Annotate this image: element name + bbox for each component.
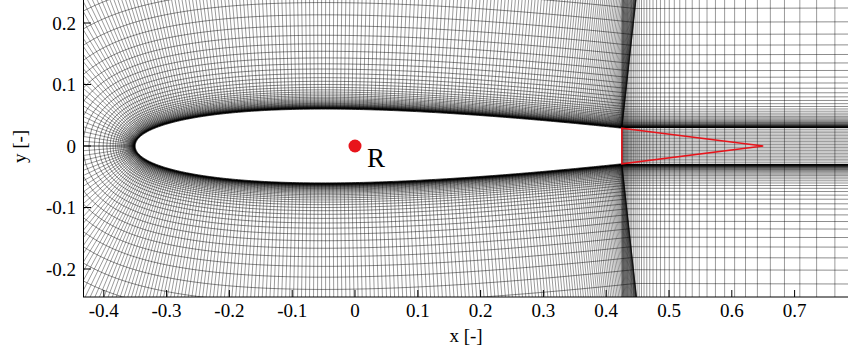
plot-frame bbox=[84, 0, 848, 297]
tick-mark bbox=[84, 146, 91, 147]
tick-label: 0.1 bbox=[406, 301, 430, 320]
mesh-lines bbox=[83, 0, 709, 297]
tick-label: -0.1 bbox=[46, 198, 76, 217]
tick-mark bbox=[84, 23, 91, 24]
tick-mark bbox=[355, 290, 356, 297]
tick-mark bbox=[731, 290, 732, 297]
tick-label: 0.4 bbox=[594, 301, 618, 320]
axis-title: y [-] bbox=[10, 129, 29, 162]
tick-label: 0 bbox=[67, 137, 77, 156]
mesh-lines bbox=[622, 0, 848, 297]
airfoil-body bbox=[135, 109, 622, 183]
tick-label: -0.3 bbox=[152, 301, 182, 320]
tick-mark bbox=[84, 84, 91, 85]
axis-title: x [-] bbox=[449, 326, 482, 345]
tick-mark bbox=[166, 290, 167, 297]
computational-mesh bbox=[83, 0, 848, 297]
trailing-edge-wedge bbox=[622, 128, 763, 164]
tick-mark bbox=[669, 290, 670, 297]
tick-label: 0 bbox=[350, 301, 360, 320]
tick-mark bbox=[417, 290, 418, 297]
plot-area bbox=[83, 0, 848, 297]
tick-mark bbox=[84, 207, 91, 208]
tick-label: 0.3 bbox=[532, 301, 556, 320]
point-label: R bbox=[367, 145, 385, 172]
tick-label: -0.2 bbox=[46, 260, 76, 279]
tick-label: 0.5 bbox=[657, 301, 681, 320]
tick-label: 0.6 bbox=[720, 301, 744, 320]
tick-label: 0.2 bbox=[52, 14, 76, 33]
tick-mark bbox=[543, 290, 544, 297]
tick-mark bbox=[103, 290, 104, 297]
tick-label: 0.2 bbox=[469, 301, 493, 320]
tick-label: 0.7 bbox=[783, 301, 807, 320]
tick-mark bbox=[292, 290, 293, 297]
tick-mark bbox=[606, 290, 607, 297]
axis-ticks bbox=[84, 23, 795, 297]
tick-mark bbox=[794, 290, 795, 297]
tick-mark bbox=[84, 269, 91, 270]
tick-mark bbox=[229, 290, 230, 297]
tick-label: 0.1 bbox=[52, 75, 76, 94]
tick-label: -0.1 bbox=[277, 301, 307, 320]
mesh-lines bbox=[83, 0, 848, 297]
tick-label: -0.2 bbox=[214, 301, 244, 320]
tick-mark bbox=[480, 290, 481, 297]
reference-point bbox=[349, 140, 362, 153]
tick-label: -0.4 bbox=[89, 301, 119, 320]
